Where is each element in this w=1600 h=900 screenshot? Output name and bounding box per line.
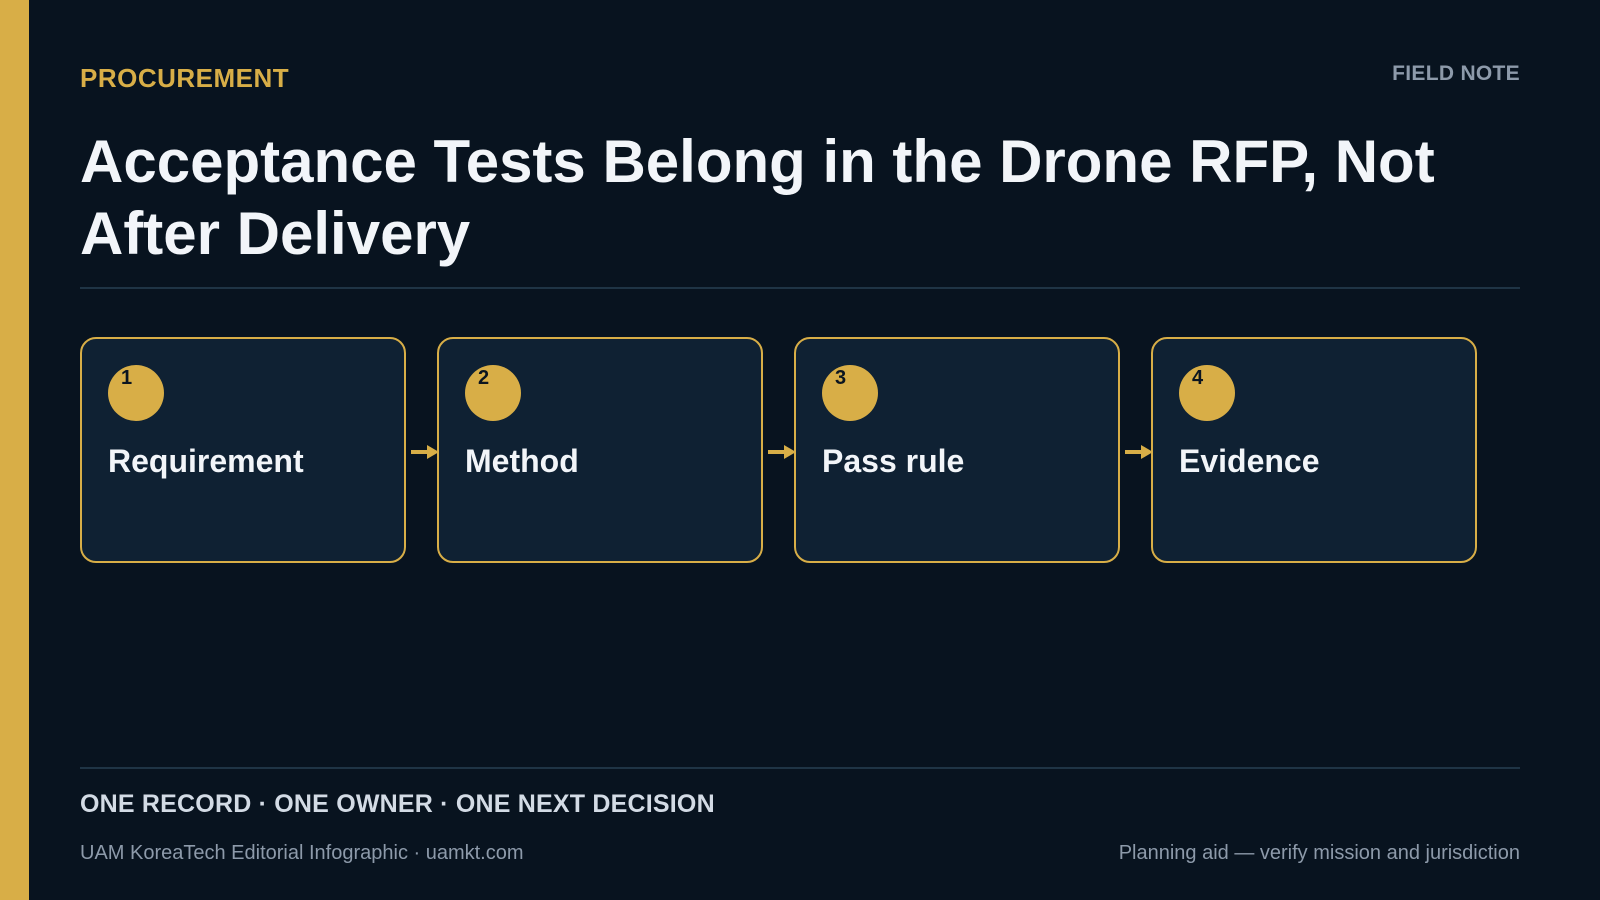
arrow-right-icon — [768, 445, 796, 459]
step-label: Evidence — [1179, 443, 1320, 479]
step-number: 3 — [835, 367, 847, 389]
divider-top — [80, 287, 1520, 289]
step-card-pass-rule: 3 Pass rule — [794, 337, 1120, 563]
step-number-badge: 2 — [465, 365, 521, 421]
accent-bar — [0, 0, 29, 900]
step-card-requirement: 1 Requirement — [80, 337, 406, 563]
process-flow: 1 Requirement 2 Method 3 Pass rule — [80, 337, 1520, 567]
section-kicker: PROCUREMENT — [80, 63, 290, 93]
footer-credit: UAM KoreaTech Editorial Infographic · ua… — [80, 842, 524, 864]
divider-bottom — [80, 767, 1520, 769]
arrow-right-icon — [1125, 445, 1153, 459]
arrow-right-icon — [411, 445, 439, 459]
step-number: 4 — [1192, 367, 1204, 389]
step-label: Pass rule — [822, 443, 965, 479]
page-title: Acceptance Tests Belong in the Drone RFP… — [80, 128, 1435, 267]
step-number: 2 — [478, 367, 490, 389]
step-label: Method — [465, 443, 579, 479]
footer-motto: ONE RECORD · ONE OWNER · ONE NEXT DECISI… — [80, 790, 715, 818]
step-number: 1 — [121, 367, 133, 389]
step-number-badge: 3 — [822, 365, 878, 421]
step-number-badge: 4 — [1179, 365, 1235, 421]
step-card-evidence: 4 Evidence — [1151, 337, 1477, 563]
footer-disclaimer: Planning aid — verify mission and jurisd… — [1118, 842, 1520, 864]
step-label: Requirement — [108, 443, 304, 479]
step-card-method: 2 Method — [437, 337, 763, 563]
step-number-badge: 1 — [108, 365, 164, 421]
field-note-tag: FIELD NOTE — [1392, 62, 1520, 85]
